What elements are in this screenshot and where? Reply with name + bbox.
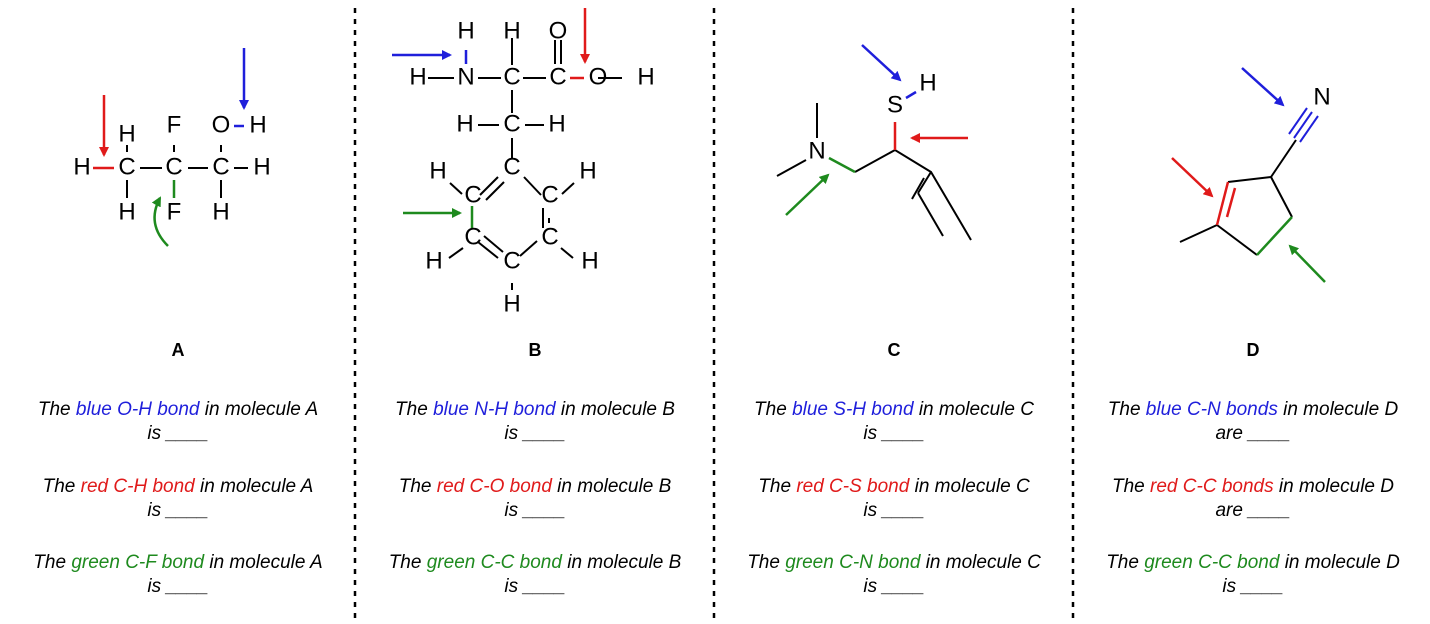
panel-label-d: D xyxy=(1246,340,1260,360)
atom-label: H xyxy=(425,247,442,274)
atom-label: N xyxy=(1313,83,1330,110)
atom-label: H xyxy=(503,290,520,317)
atom-label: H xyxy=(579,157,596,184)
atom-label: C xyxy=(503,247,520,274)
atom-label: H xyxy=(118,120,135,147)
molecule-c: N S H xyxy=(776,44,972,241)
atom-label: H xyxy=(581,247,598,274)
atom-label: C xyxy=(464,223,481,250)
atom-label: N xyxy=(457,63,474,90)
atom-label: C xyxy=(541,181,558,208)
atom-label: C xyxy=(549,63,566,90)
atom-label: H xyxy=(637,63,654,90)
atom-label: H xyxy=(503,17,520,44)
blue-s-h-bond xyxy=(905,90,917,100)
atom-label: H xyxy=(429,157,446,184)
panel-dividers xyxy=(353,8,1075,620)
atom-label: H xyxy=(548,110,565,137)
atom-label: H xyxy=(456,110,473,137)
atom-label: H xyxy=(73,153,90,180)
atom-label: H xyxy=(249,111,266,138)
red-c-c-bonds xyxy=(1215,181,1237,226)
atom-label: C xyxy=(503,110,520,137)
atom-label: O xyxy=(212,111,231,138)
green-c-n-bond xyxy=(828,156,856,174)
blue-c-n-bonds xyxy=(1288,107,1319,143)
atom-label: C xyxy=(503,63,520,90)
atom-label: H xyxy=(212,198,229,225)
atom-label: F xyxy=(167,111,182,138)
blue-arrow xyxy=(861,44,902,82)
red-arrow xyxy=(1171,157,1214,198)
green-arrow xyxy=(785,173,830,216)
molecule-b: H H O H N C C O H H C H H C H C C C C H … xyxy=(392,8,655,317)
atom-label: H xyxy=(919,69,936,96)
atom-label: N xyxy=(808,137,825,164)
atom-label: O xyxy=(589,63,608,90)
atom-label: C xyxy=(118,153,135,180)
green-c-c-bond xyxy=(1256,216,1293,256)
panel-label-b: B xyxy=(528,340,542,360)
atom-label: F xyxy=(167,198,182,225)
atom-label: O xyxy=(549,17,568,44)
atom-label: H xyxy=(253,153,270,180)
molecule-d: N xyxy=(1171,67,1331,283)
atom-label: H xyxy=(409,63,426,90)
green-curved-arrow xyxy=(151,196,169,247)
atom-label: C xyxy=(541,223,558,250)
molecule-a: H F O H H C C C H H F H xyxy=(73,48,271,247)
panel-label-c: C xyxy=(887,340,901,360)
atom-label: H xyxy=(118,198,135,225)
atom-label: H xyxy=(457,17,474,44)
green-arrow xyxy=(1288,244,1326,283)
atom-label: C xyxy=(165,153,182,180)
atom-label: C xyxy=(212,153,229,180)
panel-label-a: A xyxy=(171,340,185,360)
blue-arrow xyxy=(1241,67,1285,107)
atom-label: S xyxy=(887,91,903,118)
atom-label: C xyxy=(464,181,481,208)
atom-label: C xyxy=(503,153,520,180)
